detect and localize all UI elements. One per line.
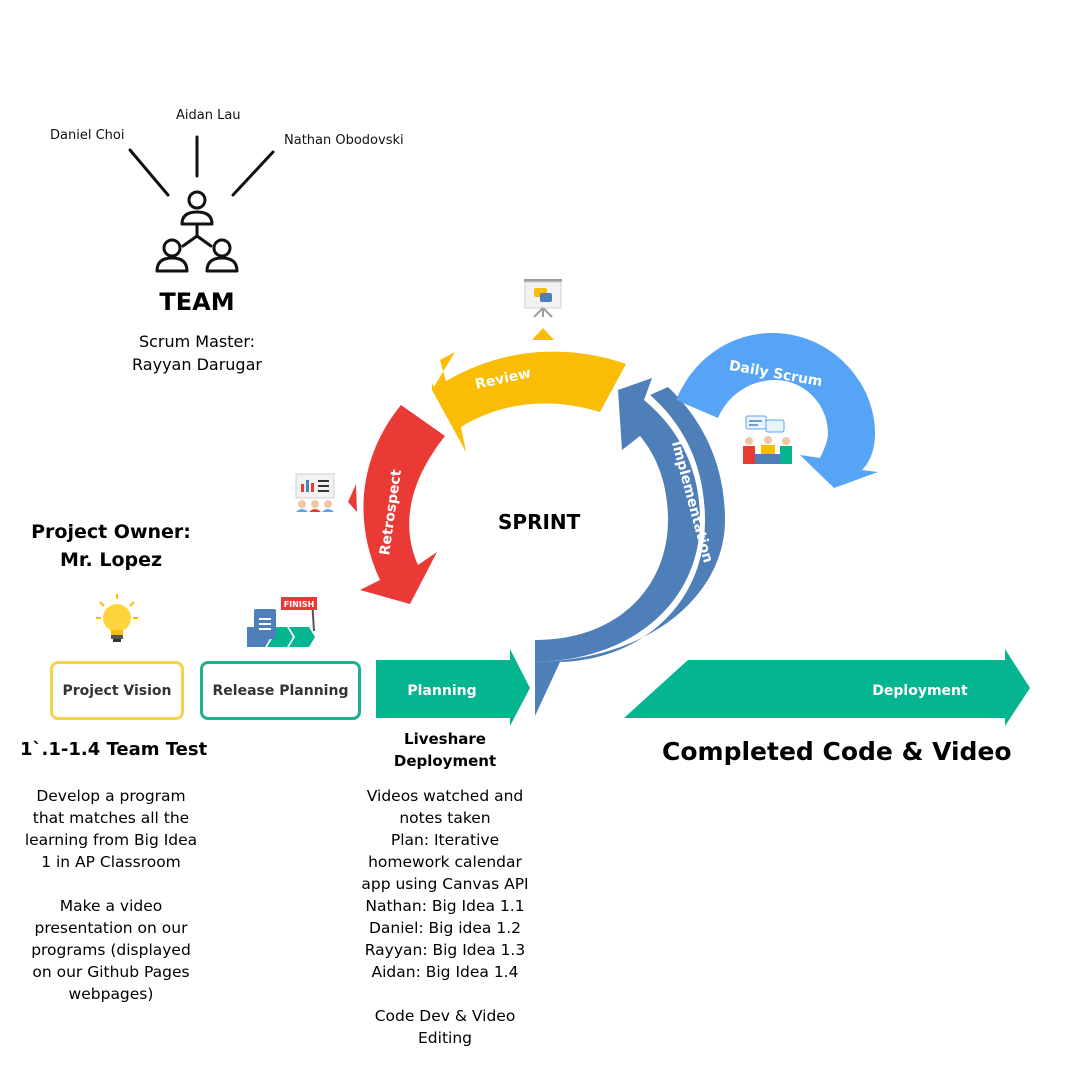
finish-roadmap-icon: FINISH: [247, 597, 317, 647]
connector-line-daniel: [128, 148, 170, 197]
project-vision-box: Project Vision: [50, 661, 184, 720]
completed-heading: Completed Code & Video: [662, 737, 1012, 766]
project-owner-name: Mr. Lopez: [59, 549, 163, 571]
review-arrow: [432, 351, 626, 452]
project-owner-label: Project Owner:: [31, 521, 191, 543]
liveshare-notes: Videos watched and notes taken Plan: Ite…: [361, 787, 529, 1047]
retrospect-arrow: [348, 405, 445, 604]
planning-arrow: [376, 649, 530, 726]
deployment-arrow: [624, 649, 1030, 726]
implementation-arrow: [535, 378, 725, 716]
member-name-nathan: Nathan Obodovski: [284, 133, 404, 148]
team-test-description-1: Develop a program that matches all the l…: [24, 787, 198, 871]
connector-line-nathan: [231, 150, 275, 197]
finish-flag-label: FINISH: [284, 600, 315, 609]
member-name-daniel: Daniel Choi: [50, 128, 125, 143]
daily-scrum-team-icon: [743, 415, 792, 464]
project-owner-block: Project Owner: Mr. Lopez: [0, 518, 231, 574]
liveshare-heading: Liveshare Deployment: [393, 730, 497, 770]
daily-scrum-arrow: [676, 332, 878, 488]
team-test-heading: 1`.1-1.4 Team Test: [20, 739, 208, 760]
scrum-master-name: Rayyan Darugar: [132, 355, 262, 374]
planning-label: Planning: [407, 683, 476, 699]
team-test-description-2: Make a video presentation on our program…: [31, 897, 191, 1003]
deployment-label: Deployment: [872, 683, 968, 699]
member-name-aidan: Aidan Lau: [176, 108, 241, 123]
review-up-arrow-icon: [532, 328, 554, 340]
team-connector-lines: [128, 135, 275, 197]
light-bulb-icon: [96, 594, 138, 642]
scrum-master-label: Scrum Master:: [138, 332, 256, 351]
sprint-center-label: SPRINT: [498, 510, 581, 534]
retrospect-meeting-icon: [295, 473, 335, 512]
team-people-icon: [155, 190, 239, 273]
scrum-master-block: Scrum Master: Rayyan Darugar: [77, 330, 317, 376]
release-planning-box: Release Planning: [200, 661, 361, 720]
team-title: TEAM: [159, 288, 235, 316]
presentation-board-icon: [524, 279, 562, 318]
